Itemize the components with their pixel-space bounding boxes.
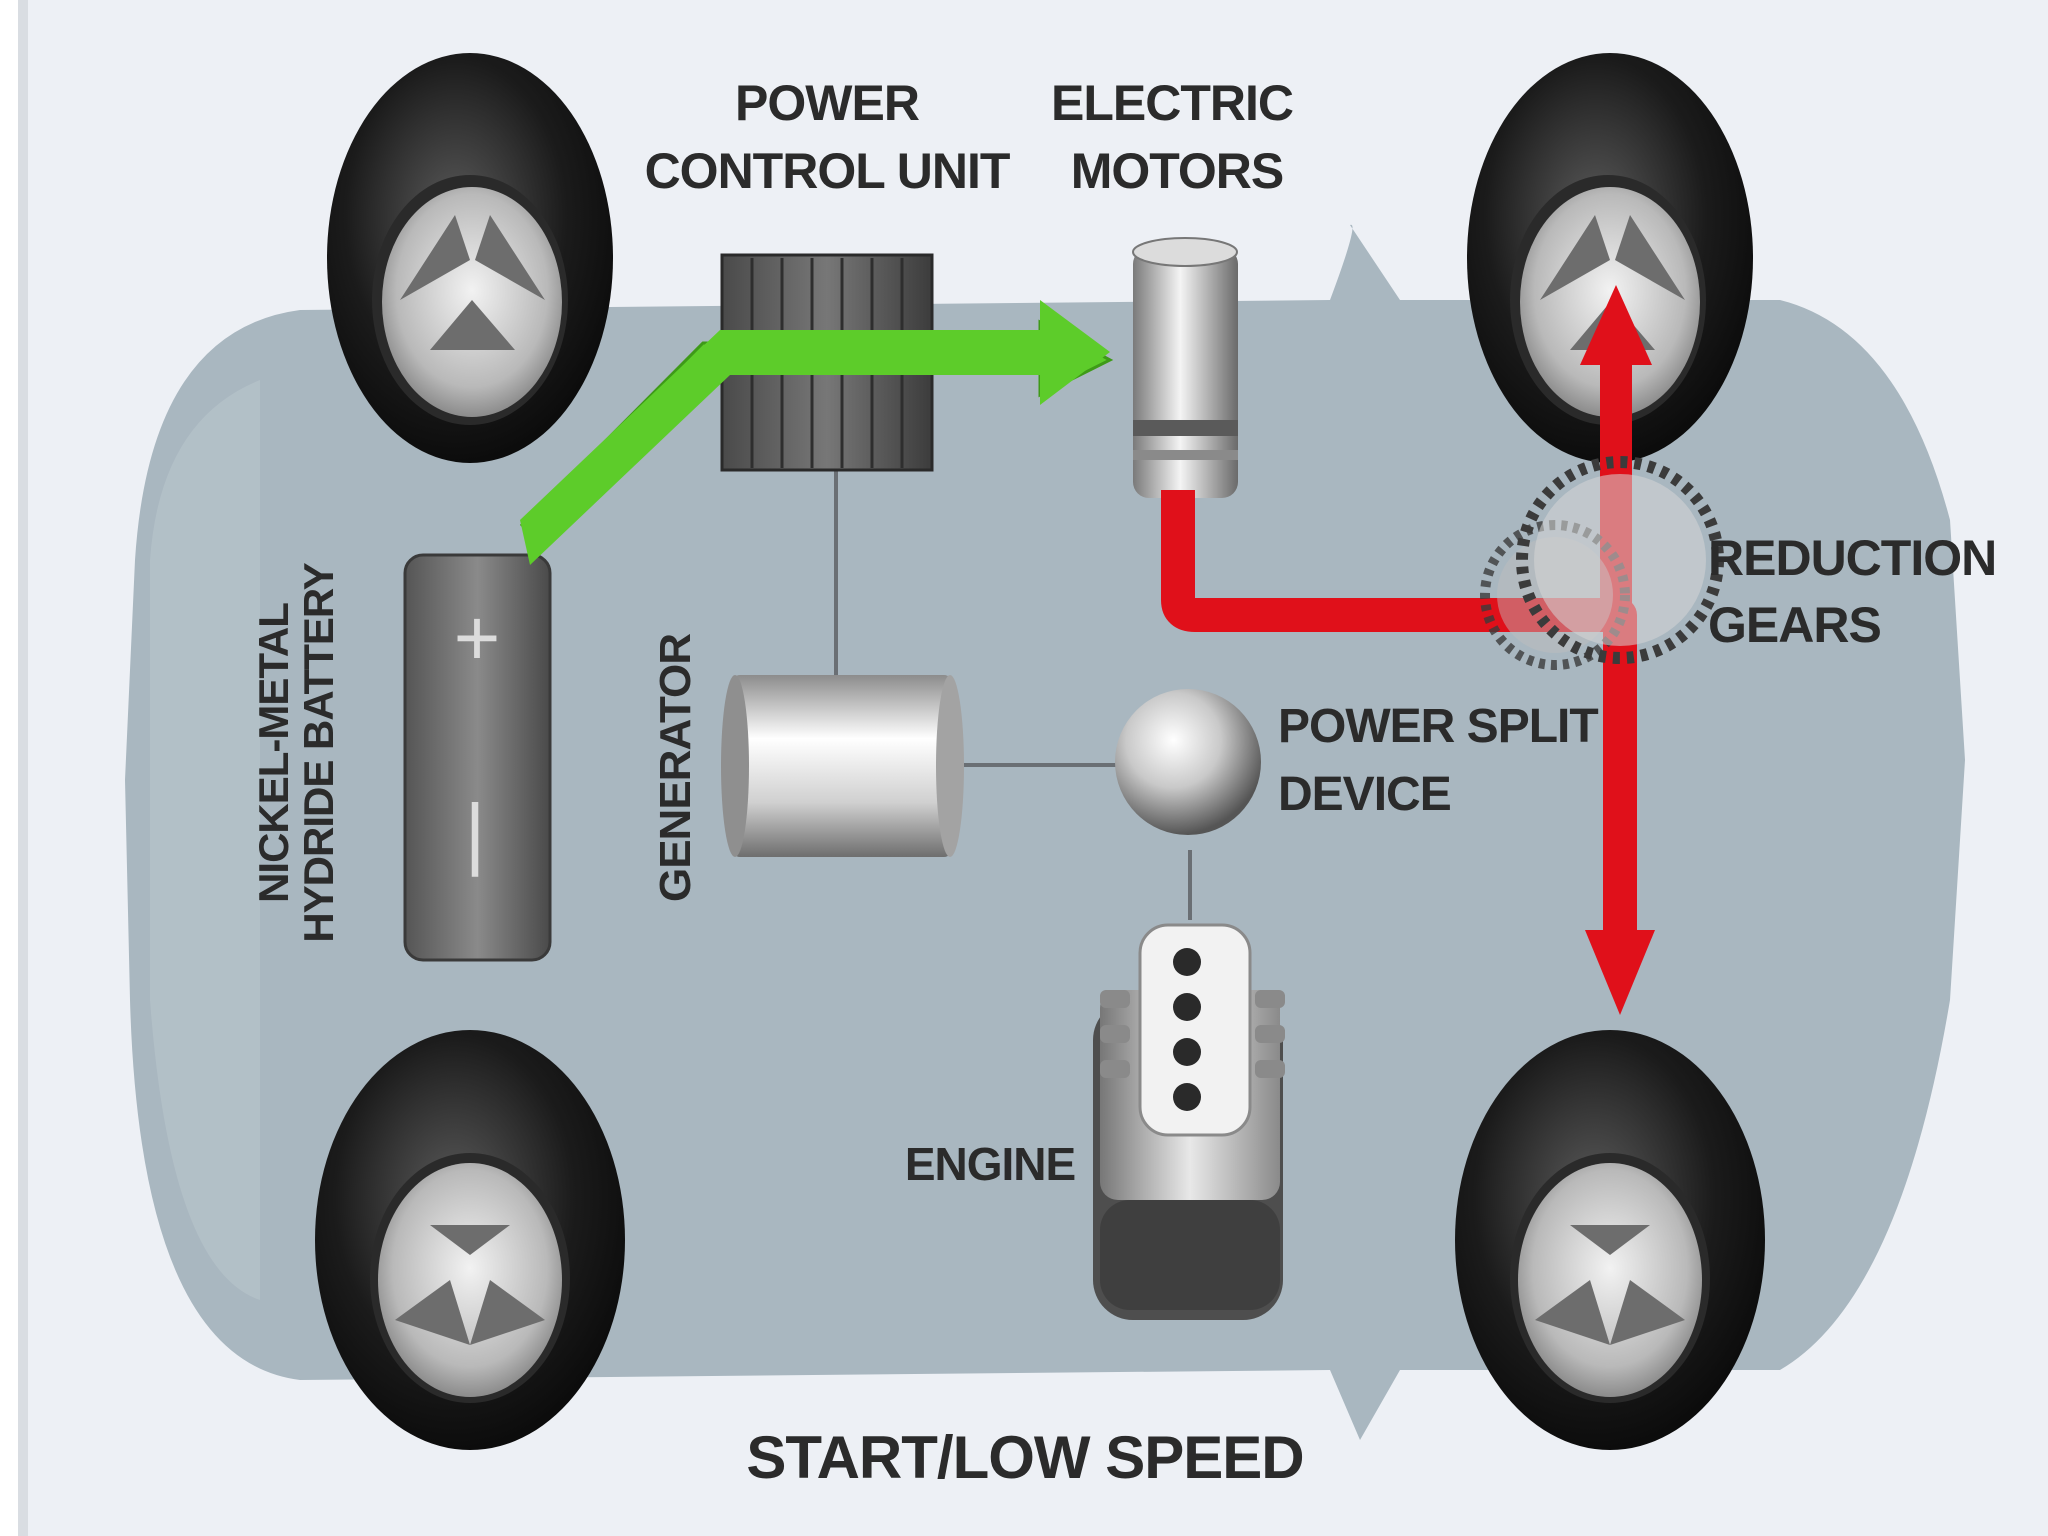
label-power-control-unit-line1: POWER — [735, 75, 920, 131]
electric-flow-arrow-head — [1040, 300, 1110, 405]
reduction-gears — [1480, 456, 1724, 670]
power-split-device — [1115, 689, 1261, 835]
engine — [1093, 923, 1285, 1320]
mechanical-flow-path — [1161, 490, 1637, 940]
battery-minus-sign: | — [465, 788, 486, 877]
battery-plus-sign: + — [454, 593, 501, 682]
electric-flow-arrow-body — [520, 330, 1040, 565]
label-power-split-device-line1: POWER SPLIT — [1278, 700, 1598, 753]
label-engine: ENGINE — [905, 1138, 1075, 1190]
label-reduction-gears-line1: REDUCTION — [1708, 530, 1996, 586]
label-power-split-device-line2: DEVICE — [1278, 768, 1451, 821]
battery: + | — [403, 553, 552, 962]
label-electric-motors-line1: ELECTRIC — [1051, 75, 1293, 131]
connectors — [834, 460, 1192, 920]
electric-motor — [1132, 237, 1238, 498]
wheel-rear-right — [1455, 1030, 1765, 1450]
car-body-shade — [150, 380, 260, 1300]
label-battery-line1: NICKEL-METAL — [250, 603, 297, 903]
diagram-caption: START/LOW SPEED — [746, 1424, 1303, 1491]
panel-left-edge — [18, 0, 28, 1536]
wheel-front-left — [327, 53, 613, 463]
label-electric-motors-line2: MOTORS — [1071, 143, 1284, 199]
mechanical-flow-arrow-up — [1580, 285, 1652, 365]
label-reduction-gears-line2: GEARS — [1708, 597, 1881, 653]
generator — [721, 675, 964, 857]
label-generator: GENERATOR — [651, 634, 700, 902]
wheel-rear-left — [315, 1030, 625, 1450]
label-battery-line2: HYDRIDE BATTERY — [295, 562, 342, 942]
mechanical-flow-arrow-down — [1585, 930, 1655, 1015]
label-power-control-unit-line2: CONTROL UNIT — [645, 143, 1010, 199]
